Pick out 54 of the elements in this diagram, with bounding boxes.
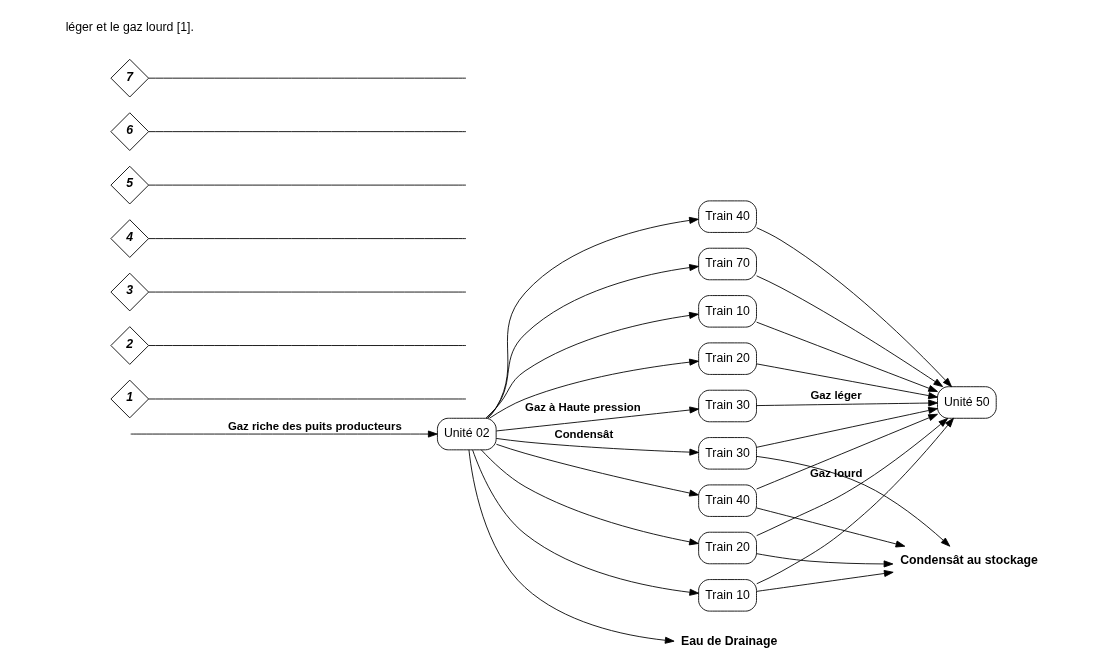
arrow bbox=[488, 358, 699, 419]
node-box: Train 70 bbox=[697, 247, 757, 281]
arrow bbox=[480, 449, 699, 546]
arrow bbox=[755, 413, 938, 490]
edge-label: Gaz riche des puits producteurs bbox=[227, 420, 402, 433]
node-box: Unité 50 bbox=[936, 386, 997, 419]
node-diamond: 3 bbox=[109, 272, 149, 312]
arrow bbox=[755, 399, 938, 407]
node-box: Train 10 bbox=[697, 295, 757, 328]
node-box: Train 10 bbox=[697, 579, 757, 612]
node-diamond: 2 bbox=[109, 326, 149, 365]
arrow bbox=[495, 443, 699, 497]
arrow bbox=[495, 406, 699, 432]
arrow bbox=[755, 553, 893, 568]
node-box: Train 40 bbox=[697, 200, 757, 233]
node-box: Train 20 bbox=[697, 531, 757, 565]
arrow bbox=[755, 321, 938, 392]
connector bbox=[147, 238, 466, 239]
arrow bbox=[755, 363, 938, 400]
arrow bbox=[129, 430, 438, 438]
node-diamond: 5 bbox=[109, 165, 149, 205]
arrow bbox=[484, 311, 699, 419]
node-box: Train 30 bbox=[697, 437, 757, 470]
arrow bbox=[755, 569, 894, 592]
node-diamond: 6 bbox=[109, 112, 149, 151]
node-text: Condensât au stockage bbox=[899, 553, 1038, 568]
arrow bbox=[471, 449, 699, 596]
node-box: Train 30 bbox=[697, 389, 757, 423]
arrow bbox=[755, 275, 943, 388]
arrow bbox=[755, 407, 938, 448]
arrow bbox=[755, 417, 948, 537]
arrow bbox=[755, 455, 950, 547]
arrow bbox=[755, 417, 954, 585]
edge-label: Gaz lourd bbox=[809, 467, 862, 480]
arrow bbox=[486, 264, 699, 419]
arrow bbox=[755, 507, 905, 548]
connector bbox=[147, 131, 466, 133]
node-box: Train 40 bbox=[697, 484, 757, 517]
node-diamond: 7 bbox=[109, 58, 149, 98]
node-diamond: 1 bbox=[109, 379, 149, 419]
connector bbox=[147, 77, 466, 79]
arrow bbox=[755, 227, 952, 388]
node-text: Eau de Drainage bbox=[680, 634, 777, 649]
label: léger et le gaz lourd [1]. bbox=[65, 19, 194, 34]
connector bbox=[147, 345, 466, 346]
arrow bbox=[495, 438, 699, 456]
arrow bbox=[487, 216, 699, 419]
node-box: Train 20 bbox=[697, 342, 757, 375]
edge-label: Condensât bbox=[553, 427, 613, 440]
edge-label: Gaz à Haute pression bbox=[524, 400, 641, 413]
arrow bbox=[468, 449, 674, 644]
edge-label: Gaz léger bbox=[809, 389, 862, 402]
node-box: Unité 02 bbox=[436, 417, 497, 451]
node-diamond: 4 bbox=[109, 219, 149, 258]
